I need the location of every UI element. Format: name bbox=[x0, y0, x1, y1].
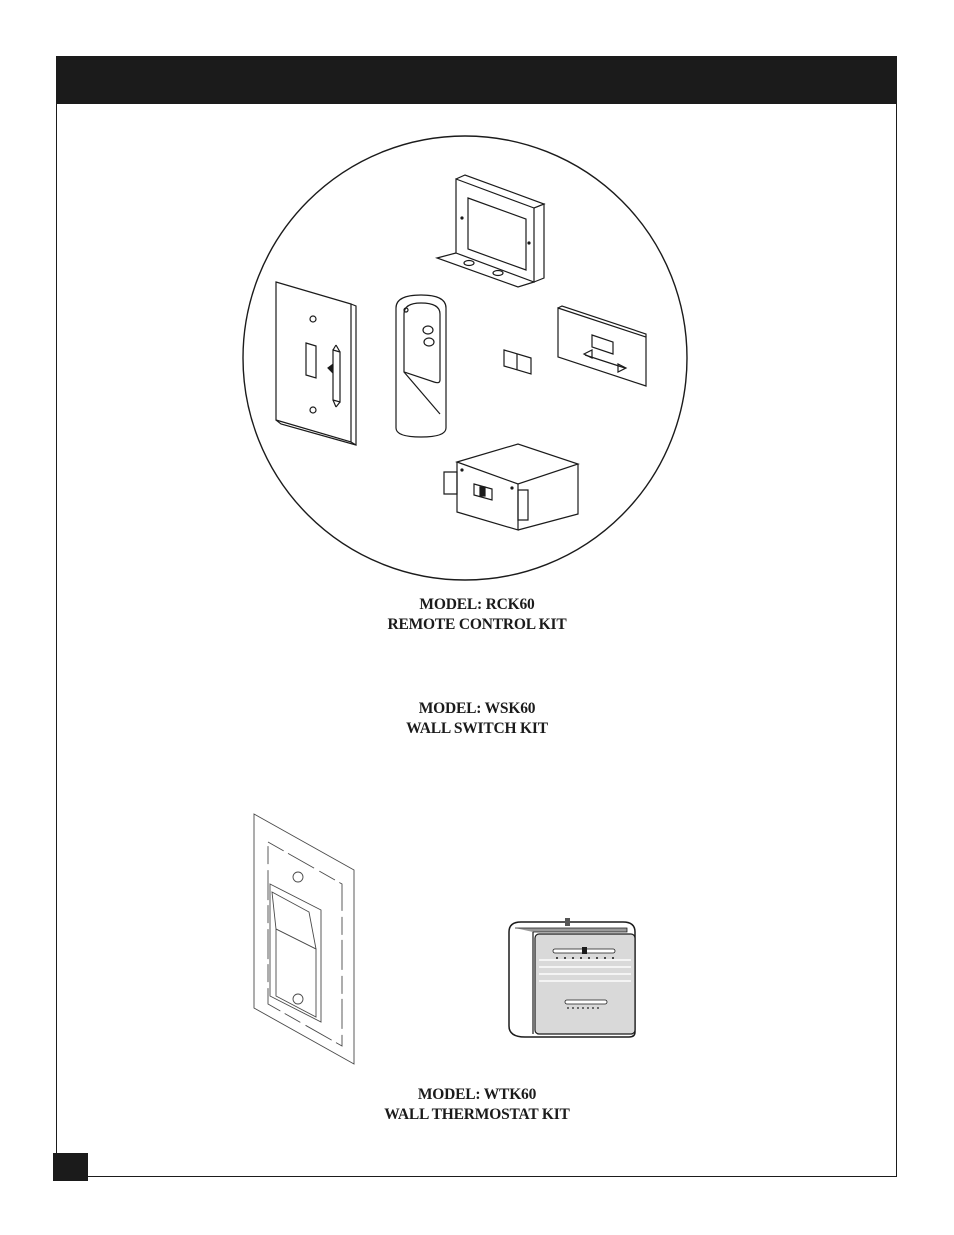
rck60-model-line: MODEL: RCK60 bbox=[419, 596, 535, 613]
page-number-tab bbox=[53, 1153, 88, 1181]
thermostat-antenna-icon bbox=[565, 918, 570, 926]
battery-clip-icon bbox=[503, 349, 532, 375]
wsk60-name-line: WALL SWITCH KIT bbox=[406, 720, 548, 737]
wall-switch-illustration bbox=[253, 813, 355, 1065]
wsk60-caption: MODEL: WSK60 WALL SWITCH KIT bbox=[277, 699, 677, 739]
receiver-faceplate-icon bbox=[557, 305, 647, 387]
remote-transmitter-icon bbox=[395, 294, 447, 438]
fan-slider-icon bbox=[564, 999, 608, 1005]
wall-plate-icon bbox=[275, 281, 357, 447]
wtk60-name-line: WALL THERMOSTAT KIT bbox=[384, 1106, 570, 1123]
wall-thermostat-illustration bbox=[508, 918, 636, 1038]
page-frame bbox=[56, 56, 897, 1177]
remote-control-kit-illustration bbox=[242, 135, 688, 581]
receiver-box-icon bbox=[443, 443, 580, 531]
header-bar bbox=[56, 56, 897, 104]
wtk60-model-line: MODEL: WTK60 bbox=[417, 1086, 537, 1103]
rck60-name-line: REMOTE CONTROL KIT bbox=[387, 616, 567, 633]
wtk60-caption: MODEL: WTK60 WALL THERMOSTAT KIT bbox=[277, 1085, 677, 1125]
rck60-caption: MODEL: RCK60 REMOTE CONTROL KIT bbox=[277, 595, 677, 635]
wsk60-model-line: MODEL: WSK60 bbox=[418, 700, 536, 717]
receiver-bracket-icon bbox=[434, 174, 546, 288]
